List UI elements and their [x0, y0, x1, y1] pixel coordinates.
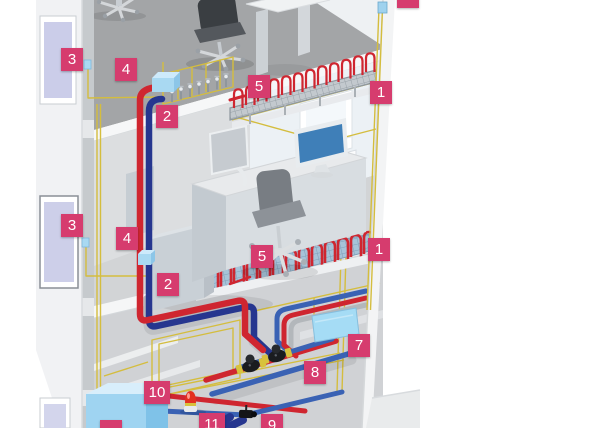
junction-box-upper — [152, 72, 180, 92]
callout-4-upper: 4 — [115, 58, 137, 81]
callout-bottom-left-cut — [100, 420, 122, 428]
window-middle — [39, 195, 79, 289]
callout-2-upper: 2 — [156, 105, 178, 128]
desk — [245, 0, 331, 76]
outside-floor-slab — [366, 389, 421, 428]
callout-7: 7 — [348, 334, 370, 357]
junction-box-middle — [138, 250, 155, 265]
window-lower — [39, 397, 71, 428]
top-floor — [90, 0, 383, 130]
callout-9: 9 — [261, 414, 283, 428]
wall-sensor-upper — [83, 59, 92, 70]
office-chair — [194, 0, 246, 72]
left-exterior-wall — [36, 0, 94, 428]
callout-2-mid: 2 — [157, 273, 179, 296]
callout-8: 8 — [304, 361, 326, 384]
office-chair-base — [98, 0, 138, 21]
junction-box-top-right — [377, 1, 388, 14]
callout-1-mid: 1 — [368, 238, 390, 261]
monitor-screen — [294, 118, 348, 178]
callout-1-upper: 1 — [370, 81, 392, 104]
wall-sensor-middle — [81, 237, 90, 248]
callout-3-upper: 3 — [61, 48, 83, 71]
callout-3-mid: 3 — [61, 214, 83, 237]
callout-10: 10 — [144, 381, 170, 404]
callout-5-upper: 5 — [248, 75, 270, 98]
monitor-back — [208, 124, 250, 187]
callout-11: 11 — [199, 413, 225, 428]
callout-top-right-cut — [397, 0, 419, 8]
shutoff-valve — [238, 404, 257, 419]
callout-5-mid: 5 — [251, 245, 273, 268]
callout-4-mid: 4 — [116, 227, 138, 250]
